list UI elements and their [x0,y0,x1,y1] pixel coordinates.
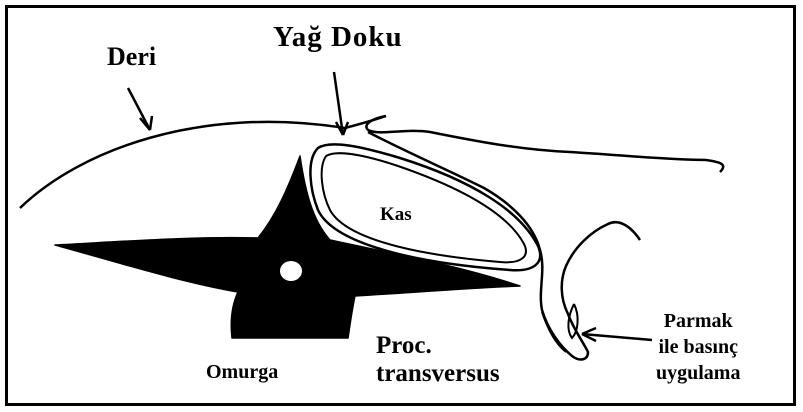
spine-label: Omurga [206,362,278,382]
finger-pressure-label-line2: ile basınç [656,334,740,360]
transverse-process-label: Proc. transversus [376,332,500,387]
muscle-label: Kas [380,205,412,224]
finger-pressure-label-line1: Parmak [656,308,740,334]
finger-outline [368,132,640,359]
finger-pressure-label: Parmak ile basınç uygulama [656,308,740,386]
arrow-skin [128,88,152,130]
transverse-process-label-line2: transversus [376,360,500,388]
finger-pressure-label-line3: uygulama [656,360,740,386]
finger-lower-contour [542,304,578,352]
spinal-canal [280,261,302,281]
skin-curve [20,116,386,208]
fat-tissue-label: Yağ Doku [273,23,403,52]
skin-label: Deri [107,44,156,70]
vertebra-shape [55,156,520,338]
transverse-process-label-line1: Proc. [376,332,500,360]
arrow-finger-pressure [582,328,652,341]
